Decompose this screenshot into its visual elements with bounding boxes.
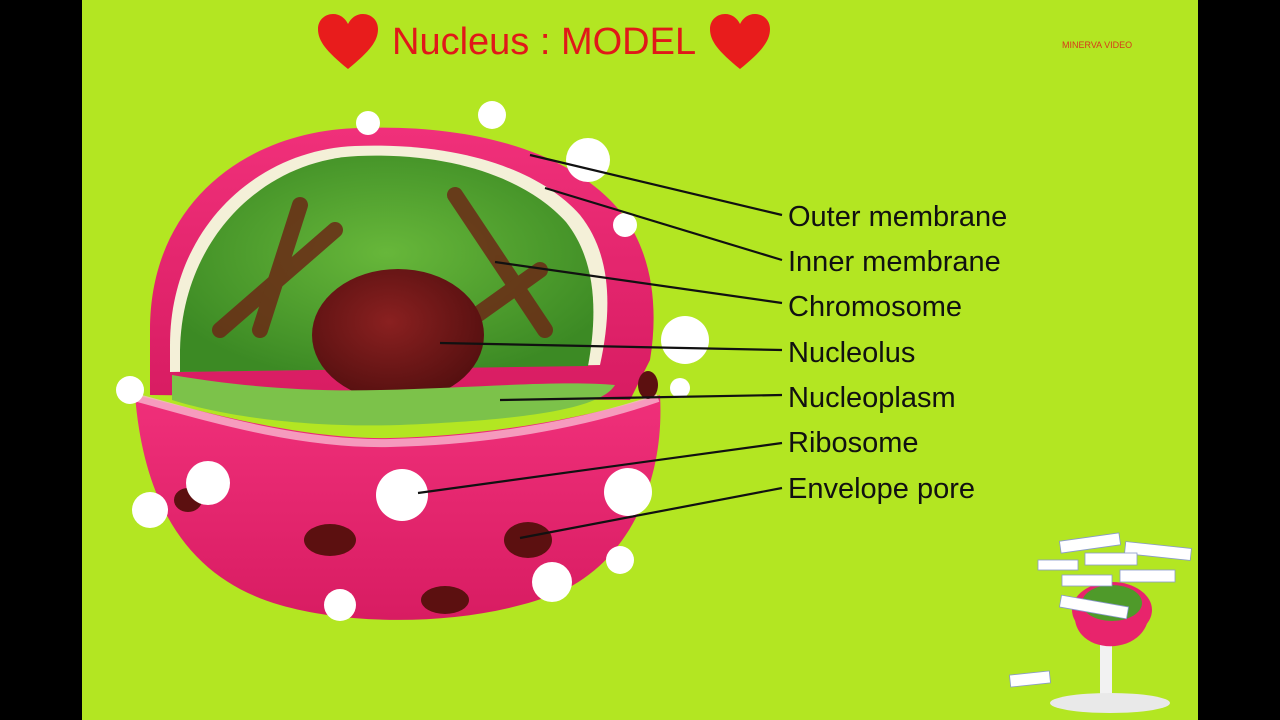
nucleolus bbox=[312, 269, 484, 401]
title-row: Nucleus : MODEL bbox=[316, 10, 772, 74]
label-inner-membrane: Inner membrane bbox=[788, 246, 1001, 278]
envelope-pores bbox=[174, 371, 658, 614]
label-nucleolus: Nucleolus bbox=[788, 337, 916, 369]
nucleoplasm-interior bbox=[180, 155, 594, 372]
label-chromosome: Chromosome bbox=[788, 291, 963, 323]
page-title: Nucleus : MODEL bbox=[392, 20, 697, 63]
leader-lines bbox=[417, 153, 783, 540]
chromosome-marks bbox=[212, 187, 553, 338]
label-outer-membrane: Outer membrane bbox=[788, 201, 1008, 233]
ribosome-beads bbox=[116, 101, 709, 621]
label-nucleoplasm: Nucleoplasm bbox=[788, 382, 956, 414]
label-ribosome: Ribosome bbox=[788, 427, 919, 459]
mini-model-thumbnail bbox=[1009, 532, 1192, 713]
heart-icon bbox=[318, 14, 378, 69]
nucleoplasm-floor bbox=[172, 375, 615, 426]
heart-icon bbox=[710, 14, 771, 69]
label-envelope-pore: Envelope pore bbox=[788, 473, 976, 505]
watermark: MINERVA VIDEO bbox=[1062, 40, 1133, 50]
